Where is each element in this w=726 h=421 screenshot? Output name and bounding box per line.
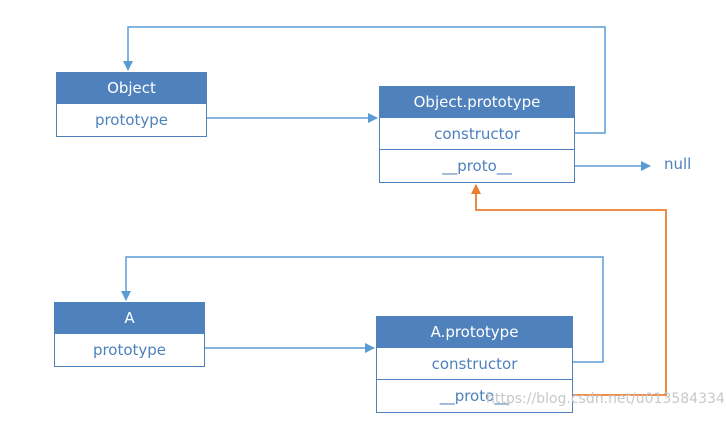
- null-label: null: [664, 155, 692, 173]
- a-box-title: A: [55, 303, 204, 333]
- a-prototype-box-title: A.prototype: [377, 317, 572, 347]
- watermark: https://blog.csdn.net/u013584334: [486, 391, 725, 407]
- object-constructor-arrow: [123, 26, 606, 134]
- a-prototype-box: A.prototype constructor __proto__: [376, 316, 573, 413]
- a-proto-chain-arrow: [471, 184, 667, 396]
- object-prototype-field: prototype: [57, 103, 206, 135]
- a-prototype-proto-field: __proto__: [377, 379, 572, 411]
- object-prototype-box: Object.prototype constructor __proto__: [379, 86, 575, 183]
- a-constructor-arrow: [121, 256, 604, 363]
- object-prototype-proto-field: __proto__: [380, 149, 574, 181]
- a-box: A prototype: [54, 302, 205, 367]
- object-box-title: Object: [57, 73, 206, 103]
- a-prototype-field: prototype: [55, 333, 204, 365]
- object-prototype-constructor-field: constructor: [380, 117, 574, 149]
- object-prototype-box-title: Object.prototype: [380, 87, 574, 117]
- object-box: Object prototype: [56, 72, 207, 137]
- a-prototype-constructor-field: constructor: [377, 347, 572, 379]
